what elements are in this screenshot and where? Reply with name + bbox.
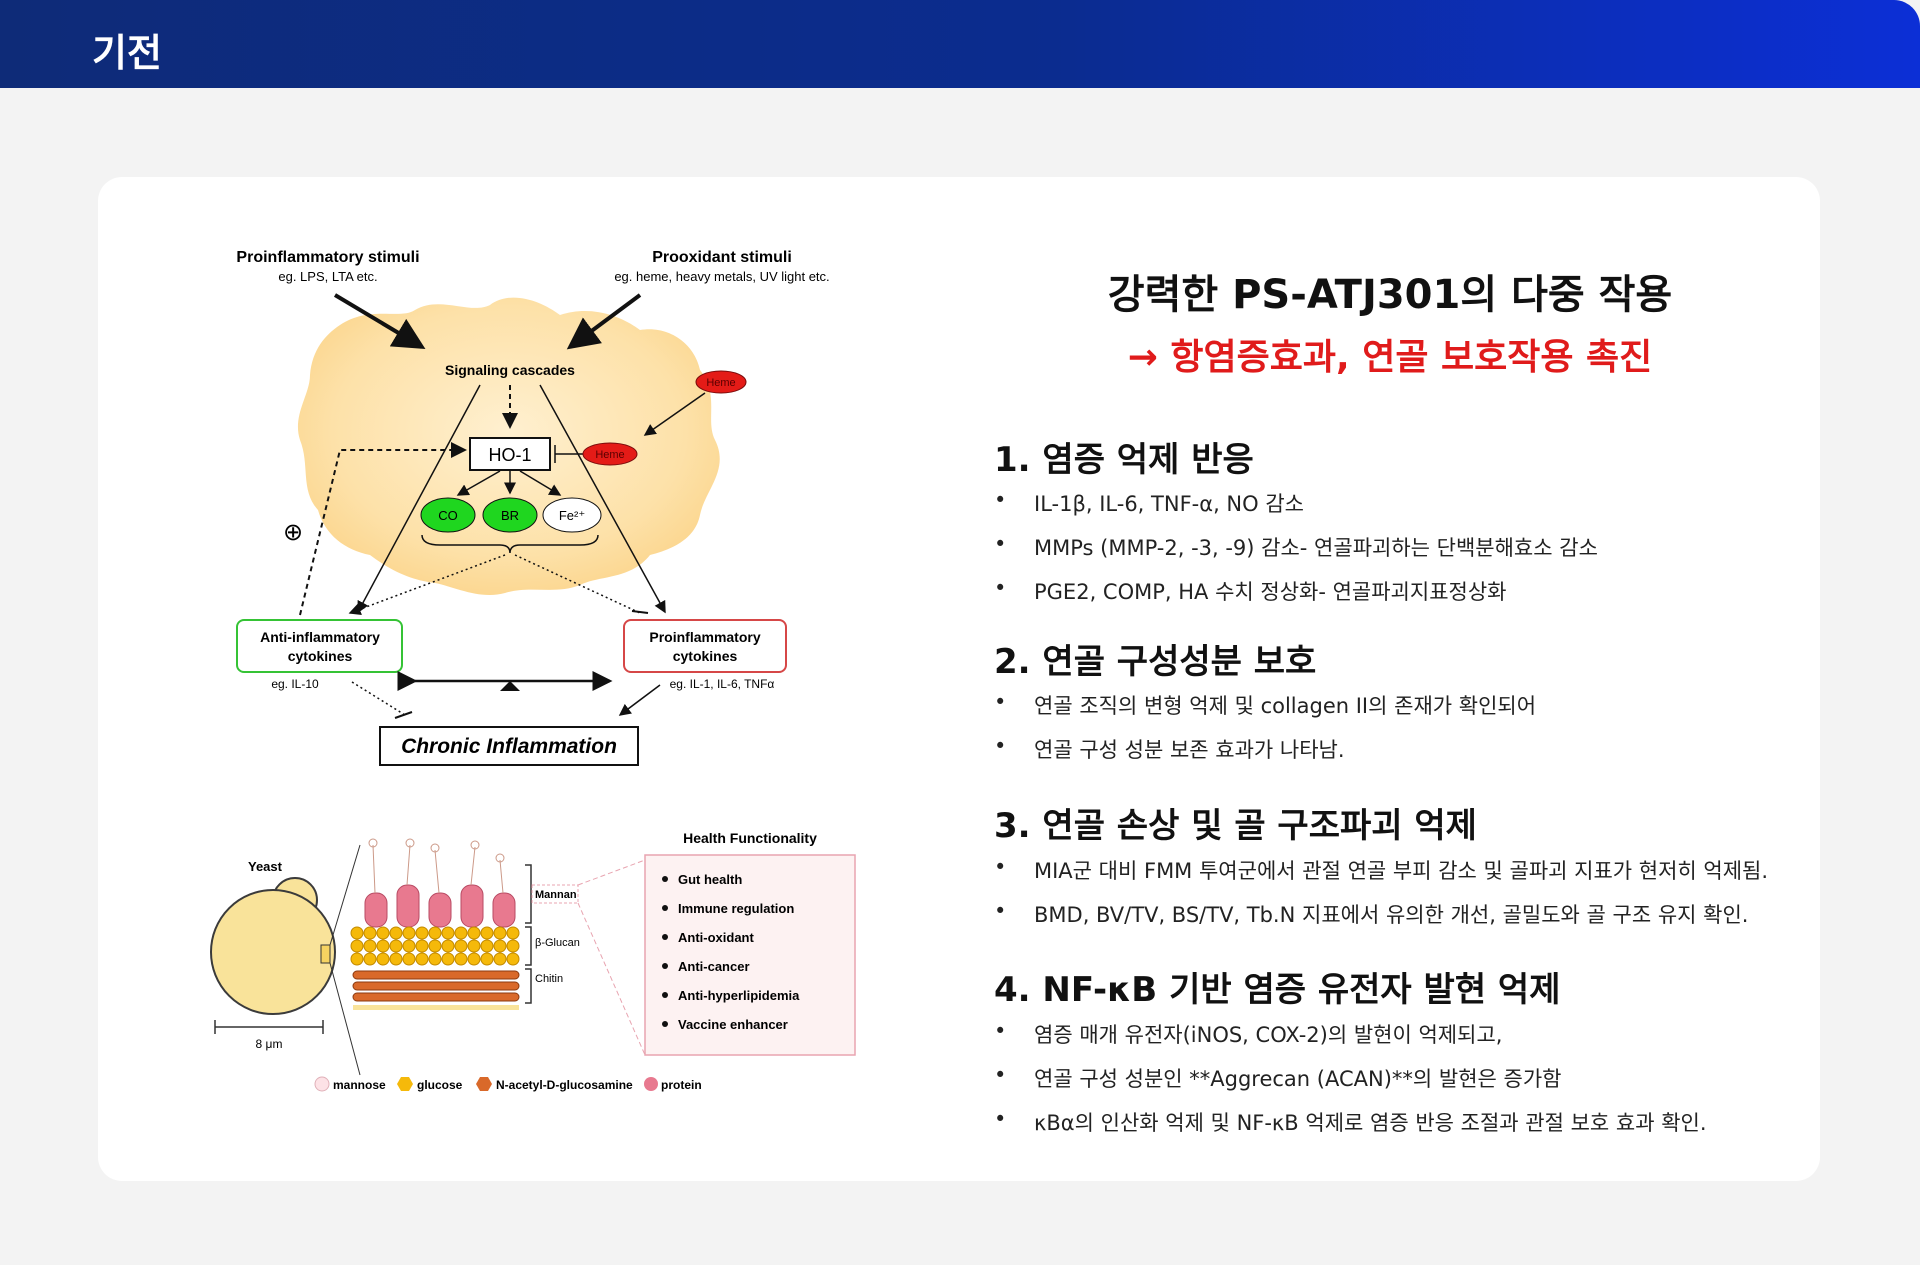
legend-glucose: glucose [417,1078,463,1092]
yeast-label: Yeast [248,859,283,874]
chronic-inflammation-box [379,726,639,766]
glucan-layer [350,926,520,966]
anti-inflammatory-line1: Anti-inflammatory [260,629,380,645]
proinflammatory-line1: Proinflammatory [649,629,760,645]
section-1-title: 1. 염증 억제 반응 [994,440,1254,480]
chitin-label: Chitin [535,973,563,985]
health-item: Anti-oxidant [678,930,754,945]
chronic-inflammation-label: Chronic Inflammation [401,735,617,758]
heme-mid-label: Heme [595,449,624,461]
headline-main: 강력한 PS-ATJ301의 다중 작용 [1107,272,1673,318]
legend-mannose: mannose [333,1078,386,1092]
health-item: Anti-hyperlipidemia [678,988,800,1003]
mannan-layer [364,884,516,928]
health-item: Anti-cancer [678,959,750,974]
ho1-mechanism-diagram: Proinflammatory stimuli eg. LPS, LTA etc… [236,249,830,766]
co-label: CO [438,508,458,523]
mannan-label: Mannan [535,889,577,901]
plus-symbol: ⊕ [283,518,303,546]
bglucan-label: β-Glucan [535,937,580,949]
proinflammatory-line2: cytokines [673,648,738,664]
health-item: Gut health [678,872,742,887]
yeast-legend: mannose glucose N-acetyl-D-glucosamine p… [314,1076,702,1092]
section-4-title: 4. NF-κB 기반 염증 유전자 발현 억제 [994,970,1561,1010]
scale-label: 8 μm [256,1037,283,1051]
yeast-cell [210,889,336,1015]
anti-inflammatory-example: eg. IL-10 [271,677,319,691]
ho1-label: HO-1 [488,445,531,465]
proinflammatory-example: eg. IL-1, IL-6, TNFα [670,677,775,691]
health-functionality-title: Health Functionality [683,830,817,846]
health-item: Vaccine enhancer [678,1017,788,1032]
anti-inflammatory-line2: cytokines [288,648,353,664]
health-functionality-box [644,854,856,1056]
br-label: BR [501,508,519,523]
legend-nacetyl: N-acetyl-D-glucosamine [496,1078,633,1092]
proinflammatory-examples: eg. LPS, LTA etc. [278,269,377,284]
anti-inflammatory-box [236,619,403,673]
proinflammatory-box [623,619,787,673]
section-2-title: 2. 연골 구성성분 보호 [994,642,1317,682]
health-item: Immune regulation [678,901,794,916]
cell-wall-layers [350,838,520,1010]
headline-sub: → 항염증효과, 연골 보호작용 촉진 [1127,337,1653,378]
heme-top-label: Heme [706,377,735,389]
page-header: 기전 [0,0,1920,88]
legend-protein: protein [661,1078,702,1092]
prooxidant-examples: eg. heme, heavy metals, UV light etc. [614,269,829,284]
yeast-cell-wall-diagram: Yeast 8 μm Ma [210,830,856,1092]
health-list: Gut health Immune regulation Anti-oxidan… [662,872,800,1032]
fe-label: Fe²⁺ [559,508,585,523]
ho1-box [469,437,551,471]
chitin-layer [352,970,520,1002]
page-title: 기전 [92,31,162,75]
signaling-cascades-label: Signaling cascades [445,362,575,378]
proinflammatory-stimuli-label: Proinflammatory stimuli [236,249,419,266]
section-3-title: 3. 연골 손상 및 골 구조파괴 억제 [994,806,1477,846]
prooxidant-stimuli-label: Prooxidant stimuli [652,249,792,266]
